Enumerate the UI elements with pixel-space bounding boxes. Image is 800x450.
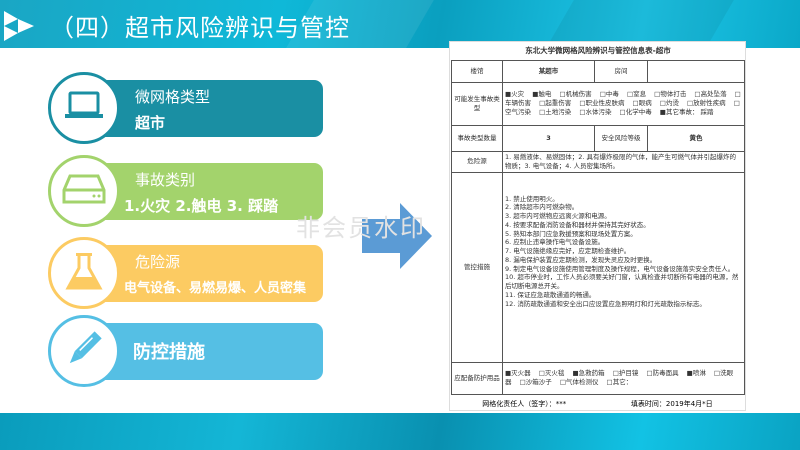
card-label: 事故类别 [135,171,196,189]
accident-type-checkbox[interactable]: □空气污染 [505,99,740,116]
ppe-checkbox[interactable]: ■急救药箱 [572,369,605,378]
ppe-checkbox[interactable]: □护目镜 [612,369,639,378]
accident-type-checkbox[interactable]: □放射性疾病 [687,99,726,108]
measure-item: 1. 禁止使用明火。 [505,194,559,203]
ppe-checkbox[interactable]: □气体检测仪 [559,378,599,386]
risk-level-label: 安全风险等级 [594,124,648,152]
card-value: 电气设备、易燃易爆、人员密集 [124,281,307,296]
watermark: 非会员水印 [296,214,426,242]
accident-type-checkbox[interactable]: ■火灾 [505,90,525,99]
hazard-label: 危险源 [451,150,503,173]
card-icon-circle [48,72,120,144]
flask-icon [64,251,104,295]
ppe-checkbox[interactable]: □灭火毯 [538,369,565,378]
ppe-checkbox[interactable]: □沙箱沙子 [519,378,552,386]
accident-type-checkbox[interactable]: □起重伤害 [539,99,572,108]
accident-type-checkbox[interactable]: □窒息 [626,90,647,99]
ppe-checkbox[interactable]: □防毒面具 [646,369,679,378]
measure-item: 10. 超市停业时，工作人员必须要关好门窗，认真检查并切断所有电器的电源，然后切… [505,273,739,291]
room-label: 房间 [594,59,648,83]
hard-drive-icon [62,173,106,209]
accident-types-checklist: ■火灾 ■触电 □机械伤害 □中毒 □窒息 □物体打击 □高处坠落 □车辆伤害 … [502,81,745,126]
card-value: 1.火灾 2.触电 3. 踩踏 [124,197,279,215]
risk-level-value: 黄色 [647,124,745,152]
measure-item: 2. 清除超市内可燃杂物。 [505,203,579,212]
card-0: 微网格类型 超市 [85,80,323,137]
right-arrow-icon [362,203,432,269]
ppe-label: 应配备防护用品 [451,361,503,395]
card-value: 超市 [135,114,166,132]
measure-item: 8. 漏电保护装置应定期检测，发现失灵应及时更换。 [505,255,657,264]
accident-type-checkbox[interactable]: □灼烫 [659,99,679,108]
ppe-checkbox[interactable]: ■灭火器 [505,369,531,378]
measures-label: 管控措施 [451,171,503,363]
accident-type-checkbox[interactable]: □物体打击 [654,90,687,99]
card-3: 防控措施 [85,323,323,380]
count-label: 事故类型数量 [451,124,503,152]
play-logo-icon [4,11,34,41]
accident-types-label: 可能发生事故类型 [451,81,503,126]
card-1: 事故类别 1.火灾 2.触电 3. 踩踏 [85,163,323,220]
pencil-icon [64,329,104,373]
responsible-signature: 网格化责任人（签字）：*** [482,399,567,408]
fill-date: 填表时间：2019年4月*日 [630,399,713,408]
measure-item: 6. 应制止违章操作电气设备设施。 [505,238,605,247]
accident-type-checkbox[interactable]: □机械伤害 [559,90,592,99]
measure-item: 9. 制定电气设备设施使用管理制度及操作规程，电气设备设施落实安全责任人。 [505,264,735,273]
accident-type-checkbox[interactable]: ■其它事故： 踩踏 [659,107,714,116]
accident-type-checkbox[interactable]: □水体污染 [579,107,612,116]
hazard-value: 1. 易燃液体、易燃固体；2. 具有爆炸极限的气体，能产生可燃气体并引起爆炸的物… [502,150,745,173]
card-label: 微网格类型 [135,88,211,106]
building-label: 楼馆 [451,59,503,83]
room-value [647,59,745,83]
card-icon-circle [48,315,120,387]
measure-item: 7. 电气设施绝缘应完好，应定期检查维护。 [505,247,631,256]
footer-banner [0,413,800,450]
card-2: 危险源 电气设备、易燃易爆、人员密集 [85,245,323,302]
form-title: 东北大学微网格风险辨识与管控信息表-超市 [525,45,671,55]
ppe-checkbox[interactable]: □其它： [606,378,633,386]
accident-type-checkbox[interactable]: ■触电 [532,90,552,99]
measure-item: 11. 保证应急疏散通道的畅通。 [505,290,596,299]
laptop-icon [64,91,104,125]
building-value: 某超市 [502,59,595,83]
ppe-checklist: ■灭火器 □灭火毯 ■急救药箱 □护目镜 □防毒面具 ■喷淋 □洗眼器 □沙箱沙… [502,361,745,395]
card-icon-circle [48,237,120,309]
measures-list: 1. 禁止使用明火。2. 清除超市内可燃杂物。3. 超市内可燃物应远离火源和电源… [502,171,745,363]
accident-type-checkbox[interactable]: □高处坠落 [694,90,727,99]
accident-type-checkbox[interactable]: □土地污染 [539,107,572,116]
ppe-checkbox[interactable]: □洗眼器 [505,369,734,386]
ppe-checkbox[interactable]: ■喷淋 [686,369,706,378]
accident-type-checkbox[interactable]: □化学中毒 [619,107,652,116]
accident-type-checkbox[interactable]: □车辆伤害 [505,90,741,108]
risk-info-form: 东北大学微网格风险辨识与管控信息表-超市 楼馆 某超市 房间 可能发生事故类型 … [449,41,746,411]
card-label: 防控措施 [133,342,205,363]
measure-item: 3. 超市内可燃物应远离火源和电源。 [505,212,611,221]
accident-type-checkbox[interactable]: □眼病 [632,99,652,108]
accident-type-checkbox[interactable]: □中毒 [599,90,619,99]
accident-type-checkbox[interactable]: □职业性皮肤病 [579,99,625,108]
count-value: 3 [502,124,595,152]
header-banner: （四）超市风险辨识与管控 [0,0,800,48]
measure-item: 12. 消防疏散通道和安全出口应设置应急照明灯和灯光疏散指示标志。 [505,299,706,308]
card-icon-circle [48,155,120,227]
card-label: 危险源 [135,253,181,271]
page-title: （四）超市风险辨识与管控 [50,14,350,42]
measure-item: 5. 熟知本部门应急救援预案和现场处置方案。 [505,229,637,238]
measure-item: 4. 按要求配备消防设备和器材并保持其完好状态。 [505,220,650,229]
